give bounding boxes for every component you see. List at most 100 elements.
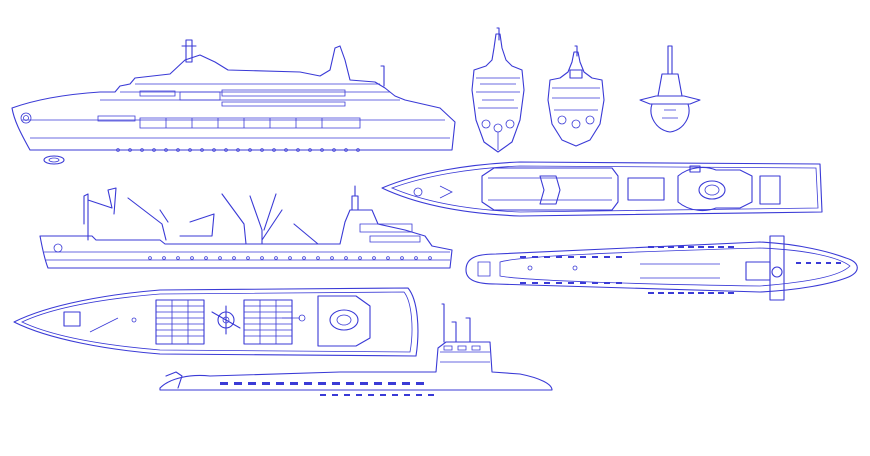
porthole (344, 256, 348, 260)
hatch-mark (718, 246, 724, 248)
cargo-ship-plan (13, 287, 419, 357)
hatch-mark (648, 246, 654, 248)
porthole (284, 148, 288, 152)
hatch-mark (344, 394, 350, 396)
hatch-mark (544, 256, 550, 258)
hatch-marks (220, 382, 434, 396)
hatch-mark (332, 382, 340, 385)
porthole (272, 148, 276, 152)
porthole (148, 256, 152, 260)
hatch-mark (796, 262, 801, 264)
hatch-mark (234, 382, 242, 385)
porthole (116, 148, 120, 152)
hatch-mark (728, 292, 734, 294)
porthole (332, 148, 336, 152)
porthole (330, 256, 334, 260)
hatch-mark (320, 394, 326, 396)
hatch-mark (304, 382, 312, 385)
porthole (358, 256, 362, 260)
porthole (386, 256, 390, 260)
hatch-mark (836, 262, 841, 264)
hatch-mark (718, 292, 724, 294)
porthole (140, 148, 144, 152)
hatch-mark (428, 394, 434, 396)
porthole (308, 148, 312, 152)
submarine-plan (465, 235, 858, 301)
porthole (152, 148, 156, 152)
hatch-mark (220, 382, 228, 385)
porthole (224, 148, 228, 152)
hatch-mark (332, 394, 338, 396)
hatch-mark (262, 382, 270, 385)
hatch-mark (688, 292, 694, 294)
hatch-mark (592, 282, 598, 284)
hatch-mark (708, 292, 714, 294)
hatch-mark (532, 256, 538, 258)
hatch-mark (604, 256, 610, 258)
porthole (400, 256, 404, 260)
porthole (246, 256, 250, 260)
hatch-mark (668, 246, 674, 248)
porthole (164, 148, 168, 152)
porthole (260, 148, 264, 152)
hatch-mark (392, 394, 398, 396)
hatch-mark (368, 394, 374, 396)
hatch-mark (404, 394, 410, 396)
hatch-mark (360, 382, 368, 385)
hatch-mark (826, 262, 831, 264)
hatch-mark (698, 292, 704, 294)
porthole-row (148, 256, 432, 260)
hatch-mark (678, 246, 684, 248)
porthole (188, 148, 192, 152)
hatch-mark (816, 262, 821, 264)
porthole (232, 256, 236, 260)
hatch-mark (290, 382, 298, 385)
porthole (296, 148, 300, 152)
porthole (212, 148, 216, 152)
submarine-front-view (639, 45, 701, 133)
hatch-mark (556, 256, 562, 258)
porthole (162, 256, 166, 260)
porthole-row (116, 148, 360, 152)
hatch-mark (520, 256, 526, 258)
hatch-mark (708, 246, 714, 248)
porthole (204, 256, 208, 260)
porthole (302, 256, 306, 260)
hatch-mark (346, 382, 354, 385)
hatch-mark (356, 394, 362, 396)
porthole (128, 148, 132, 152)
porthole (176, 256, 180, 260)
hatch-mark (416, 382, 424, 385)
hatch-mark (402, 382, 410, 385)
ship-front-view-a (471, 27, 525, 153)
porthole (260, 256, 264, 260)
submarine-side (159, 303, 553, 396)
hatch-mark (416, 394, 422, 396)
hatch-mark (568, 256, 574, 258)
hatch-mark (248, 382, 256, 385)
hatch-mark (380, 394, 386, 396)
porthole (236, 148, 240, 152)
hatch-mark (556, 282, 562, 284)
hatch-mark (648, 292, 654, 294)
porthole (372, 256, 376, 260)
porthole (248, 148, 252, 152)
porthole (274, 256, 278, 260)
cruise-ship-side (11, 39, 456, 165)
hatch-marks (520, 246, 841, 294)
hatch-mark (580, 282, 586, 284)
porthole (190, 256, 194, 260)
porthole (218, 256, 222, 260)
porthole (414, 256, 418, 260)
hatch-mark (568, 282, 574, 284)
hatch-mark (388, 382, 396, 385)
cargo-ship-side (39, 185, 453, 269)
ship-front-view-b (547, 45, 605, 147)
porthole (288, 256, 292, 260)
porthole (320, 148, 324, 152)
porthole (200, 148, 204, 152)
hatch-mark (374, 382, 382, 385)
porthole (356, 148, 360, 152)
